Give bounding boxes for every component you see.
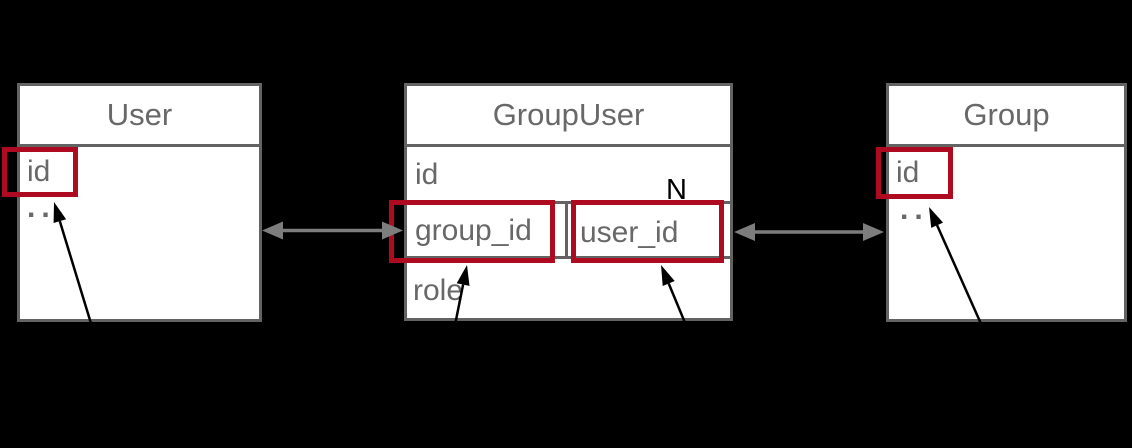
highlight-group-id-box	[389, 200, 555, 263]
user-field-id: id	[27, 155, 51, 188]
group-table-title: Group	[889, 86, 1124, 147]
highlight-group-table-id-box	[876, 147, 953, 199]
group-field-ellipsis: ...	[900, 193, 944, 226]
groupuser-field-id: id	[415, 158, 439, 191]
relation-arrow-user-groupuser	[262, 221, 403, 240]
relation-arrow-groupuser-group	[734, 223, 884, 241]
groupuser-table-title: GroupUser	[407, 86, 730, 147]
user-table: User id ...	[17, 83, 262, 322]
highlight-user-id-box	[2, 147, 78, 197]
groupuser-field-group-id: group_id	[415, 214, 532, 247]
user-table-title: User	[20, 86, 259, 147]
groupuser-cell-divider	[565, 201, 568, 258]
group-field-id: id	[896, 156, 920, 189]
groupuser-field-role: role	[413, 274, 464, 307]
group-table: Group id ...	[886, 83, 1127, 322]
groupuser-row-divider-1	[407, 201, 730, 204]
highlight-user-id-fk-box	[571, 200, 724, 263]
cardinality-n-label: N	[666, 174, 687, 206]
groupuser-field-user-id: user_id	[580, 216, 679, 249]
groupuser-row-divider-2	[407, 256, 730, 259]
user-field-ellipsis: ...	[27, 191, 71, 224]
